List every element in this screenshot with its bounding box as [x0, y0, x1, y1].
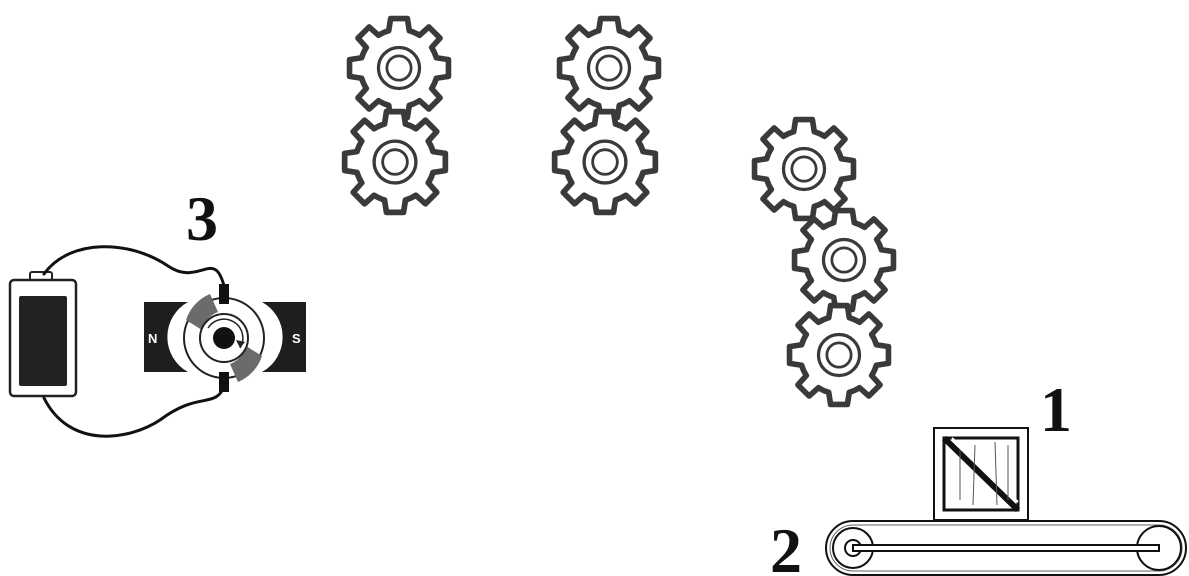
- south-pole-label: S: [292, 331, 301, 346]
- gear-icon: [795, 211, 894, 310]
- gear-icon: [350, 19, 449, 118]
- conveyor-belt-icon: [826, 521, 1186, 575]
- motor-icon: N S: [144, 284, 306, 392]
- gear-icon: [555, 112, 656, 213]
- label-conveyor: 2: [770, 515, 802, 576]
- gear-group: [345, 19, 894, 405]
- gear-icon: [790, 306, 889, 405]
- gear-icon: [560, 19, 659, 118]
- label-crate: 1: [1040, 374, 1072, 445]
- north-pole-label: N: [148, 331, 157, 346]
- gear-icon: [755, 120, 854, 219]
- crate-icon: [934, 428, 1028, 520]
- gear-icon: [345, 112, 446, 213]
- label-motor: 3: [186, 183, 218, 254]
- battery-icon: [10, 272, 76, 396]
